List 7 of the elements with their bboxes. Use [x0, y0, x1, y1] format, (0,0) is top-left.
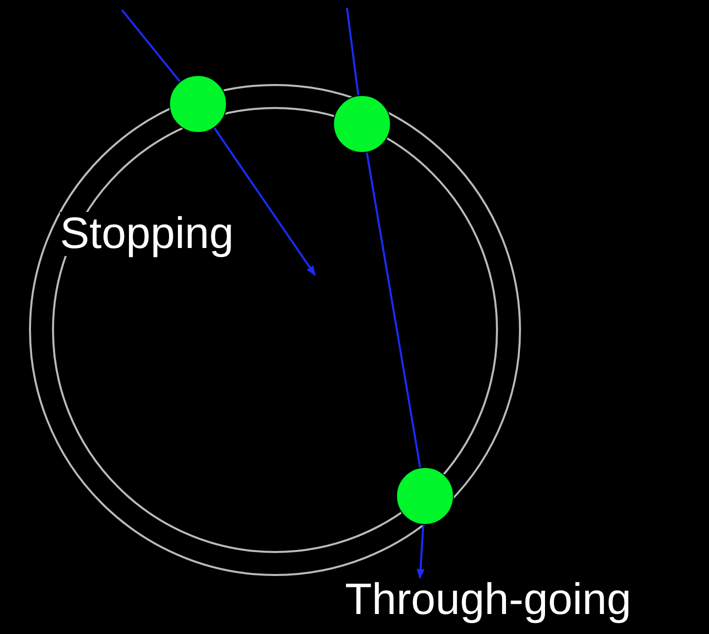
particle-track-line [366, 152, 422, 468]
track-type-label: Through-going [345, 578, 632, 622]
particle-track-arrow [416, 524, 425, 579]
particle-track-arrow [214, 127, 316, 276]
track-type-label: Stopping [60, 212, 234, 256]
particle-track-line [121, 9, 181, 82]
particle-track-line [346, 8, 360, 96]
